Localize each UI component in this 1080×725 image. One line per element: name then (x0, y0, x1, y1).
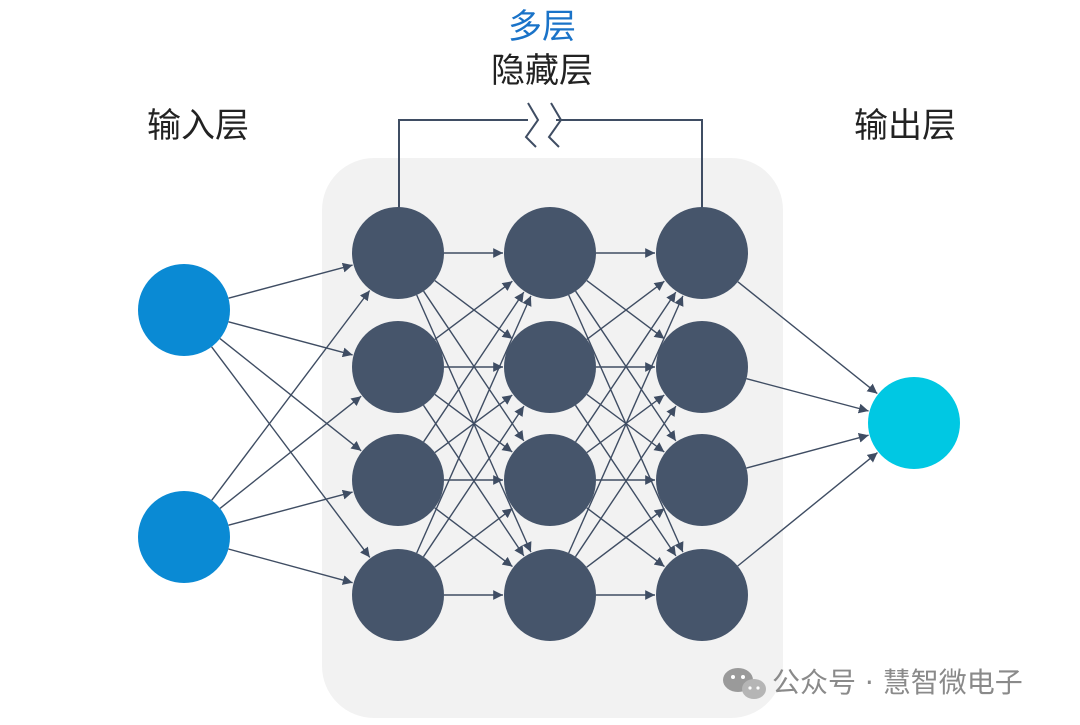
hidden-layer-label: 隐藏层 (491, 51, 593, 91)
edge-hidden-2-4-to-hidden-3-1 (568, 295, 684, 554)
edge-hidden-last-1-to-output-1 (737, 281, 878, 395)
hidden-node-3-3 (656, 434, 748, 526)
edge-hidden-1-4-to-hidden-2-2 (422, 405, 525, 558)
hidden-node-1-4 (352, 549, 444, 641)
watermark-text: 公众号 · 慧智微电子 (772, 666, 1023, 699)
edge-hidden-2-4-to-hidden-3-3 (586, 507, 665, 568)
hidden-node-3-4 (656, 549, 748, 641)
edge-hidden-1-2-to-hidden-2-1 (434, 280, 513, 340)
hidden-node-1-2 (352, 321, 444, 413)
edge-input-2-to-hidden-1-3 (228, 489, 353, 526)
edge-hidden-2-3-to-hidden-3-1 (575, 291, 677, 443)
hidden-node-2-3 (504, 434, 596, 526)
edge-hidden-1-4-to-hidden-2-3 (434, 507, 513, 568)
input-node-1 (138, 264, 230, 356)
hidden-node-2-1 (504, 207, 596, 299)
hidden-node-1-1 (352, 207, 444, 299)
edge-input-1-to-hidden-1-2 (228, 321, 353, 358)
hidden-layer-multi-label: 多层 (508, 7, 576, 47)
hidden-layer-bracket (398, 102, 703, 208)
input-layer-label: 输入层 (147, 106, 249, 146)
hidden-node-3-1 (656, 207, 748, 299)
edge-hidden-2-2-to-hidden-3-1 (586, 280, 665, 340)
output-node-1 (868, 377, 960, 469)
edge-hidden-1-4-to-hidden-2-1 (416, 295, 532, 554)
edge-hidden-last-3-to-output-1 (746, 433, 869, 469)
edge-input-2-to-hidden-1-2 (219, 395, 362, 509)
hidden-node-2-2 (504, 321, 596, 413)
edge-input-1-to-hidden-1-1 (228, 262, 353, 299)
edge-input-2-to-hidden-1-1 (211, 290, 371, 501)
input-node-2 (138, 491, 230, 583)
nodes (138, 207, 960, 641)
edge-hidden-last-2-to-output-1 (746, 378, 869, 414)
edge-hidden-2-4-to-hidden-3-2 (574, 405, 677, 558)
edge-hidden-last-4-to-output-1 (737, 452, 878, 567)
output-layer-label: 输出层 (854, 106, 956, 146)
hidden-node-3-2 (656, 321, 748, 413)
edge-input-2-to-hidden-1-4 (228, 548, 353, 585)
hidden-node-1-3 (352, 434, 444, 526)
wechat-icon (723, 668, 766, 699)
edge-hidden-1-3-to-hidden-2-1 (423, 291, 525, 443)
connections (211, 248, 878, 600)
hidden-node-2-4 (504, 549, 596, 641)
watermark: 公众号 · 慧智微电子 (723, 666, 1023, 699)
